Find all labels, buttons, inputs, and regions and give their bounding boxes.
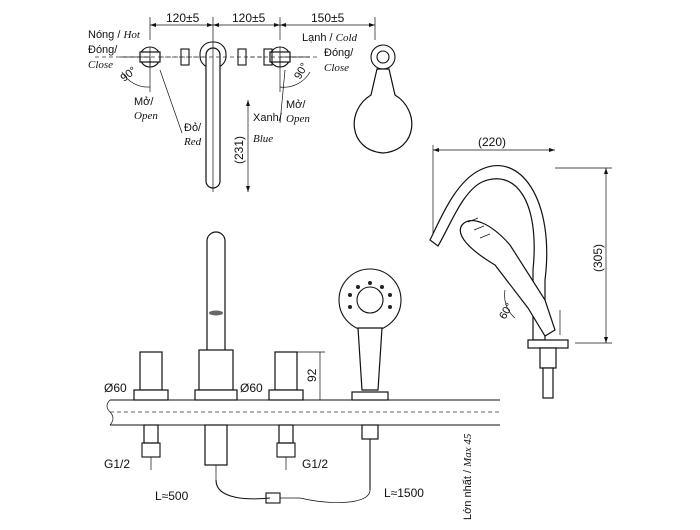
label-deck-thickness: Lớn nhất / Max 45: [462, 433, 474, 520]
spout-plan: [160, 40, 265, 192]
front-view: 92 Ø60 Ø60 G1/2 G1/2 L≈500 L≈1500 Lớn nh…: [104, 231, 500, 520]
label-close-right-en: Close: [324, 62, 349, 74]
dim-handshower-height: (305): [591, 244, 605, 272]
label-angle-right: 90°: [292, 61, 311, 81]
label-hot-vi: Nóng / Hot: [88, 29, 141, 41]
dim-hose-short: L≈500: [155, 489, 189, 503]
label-close-left-en: Close: [88, 59, 113, 71]
label-close-left-vi: Đóng/: [88, 44, 118, 56]
label-angle-handshower: 60°: [497, 301, 516, 321]
side-view: (220) (305) 60°: [429, 135, 612, 399]
left-valve-front: [133, 351, 169, 470]
label-open-right-en: Open: [286, 113, 310, 125]
plan-view: 120±5 120±5 150±5: [88, 11, 413, 192]
label-red-vi: Đỏ/: [184, 122, 202, 134]
label-angle-left: 90°: [118, 65, 139, 85]
right-valve-front: [268, 351, 304, 470]
dim-handle-height: 92: [305, 368, 319, 382]
spout-front: [194, 231, 238, 480]
dim-thread-left: G1/2: [104, 457, 130, 471]
dim-spacing-left: 120±5: [166, 11, 200, 25]
handshower-plan: [353, 44, 413, 154]
label-blue-vi: Xanh/: [253, 112, 283, 124]
dim-diameter-right: Ø60: [240, 381, 263, 395]
dim-hose-long: L≈1500: [384, 486, 424, 500]
dim-spacing-mid: 120±5: [232, 11, 266, 25]
dim-spacing-right: 150±5: [311, 11, 345, 25]
right-handle-plan: [250, 46, 320, 92]
dim-thread-right: G1/2: [302, 457, 328, 471]
label-open-left-en: Open: [134, 110, 158, 122]
dim-diameter-left: Ø60: [104, 381, 127, 395]
handshower-front: [338, 268, 402, 490]
label-open-right-vi: Mở/: [286, 99, 306, 111]
dim-handshower-reach: (220): [478, 135, 506, 149]
label-open-left-vi: Mở/: [134, 96, 154, 108]
label-red-en: Red: [183, 136, 202, 148]
label-cold-vi: Lạnh / Cold: [302, 32, 358, 44]
label-blue-en: Blue: [253, 133, 273, 145]
dim-spout-height: (231): [232, 136, 246, 164]
label-close-right-vi: Đóng/: [324, 47, 354, 59]
